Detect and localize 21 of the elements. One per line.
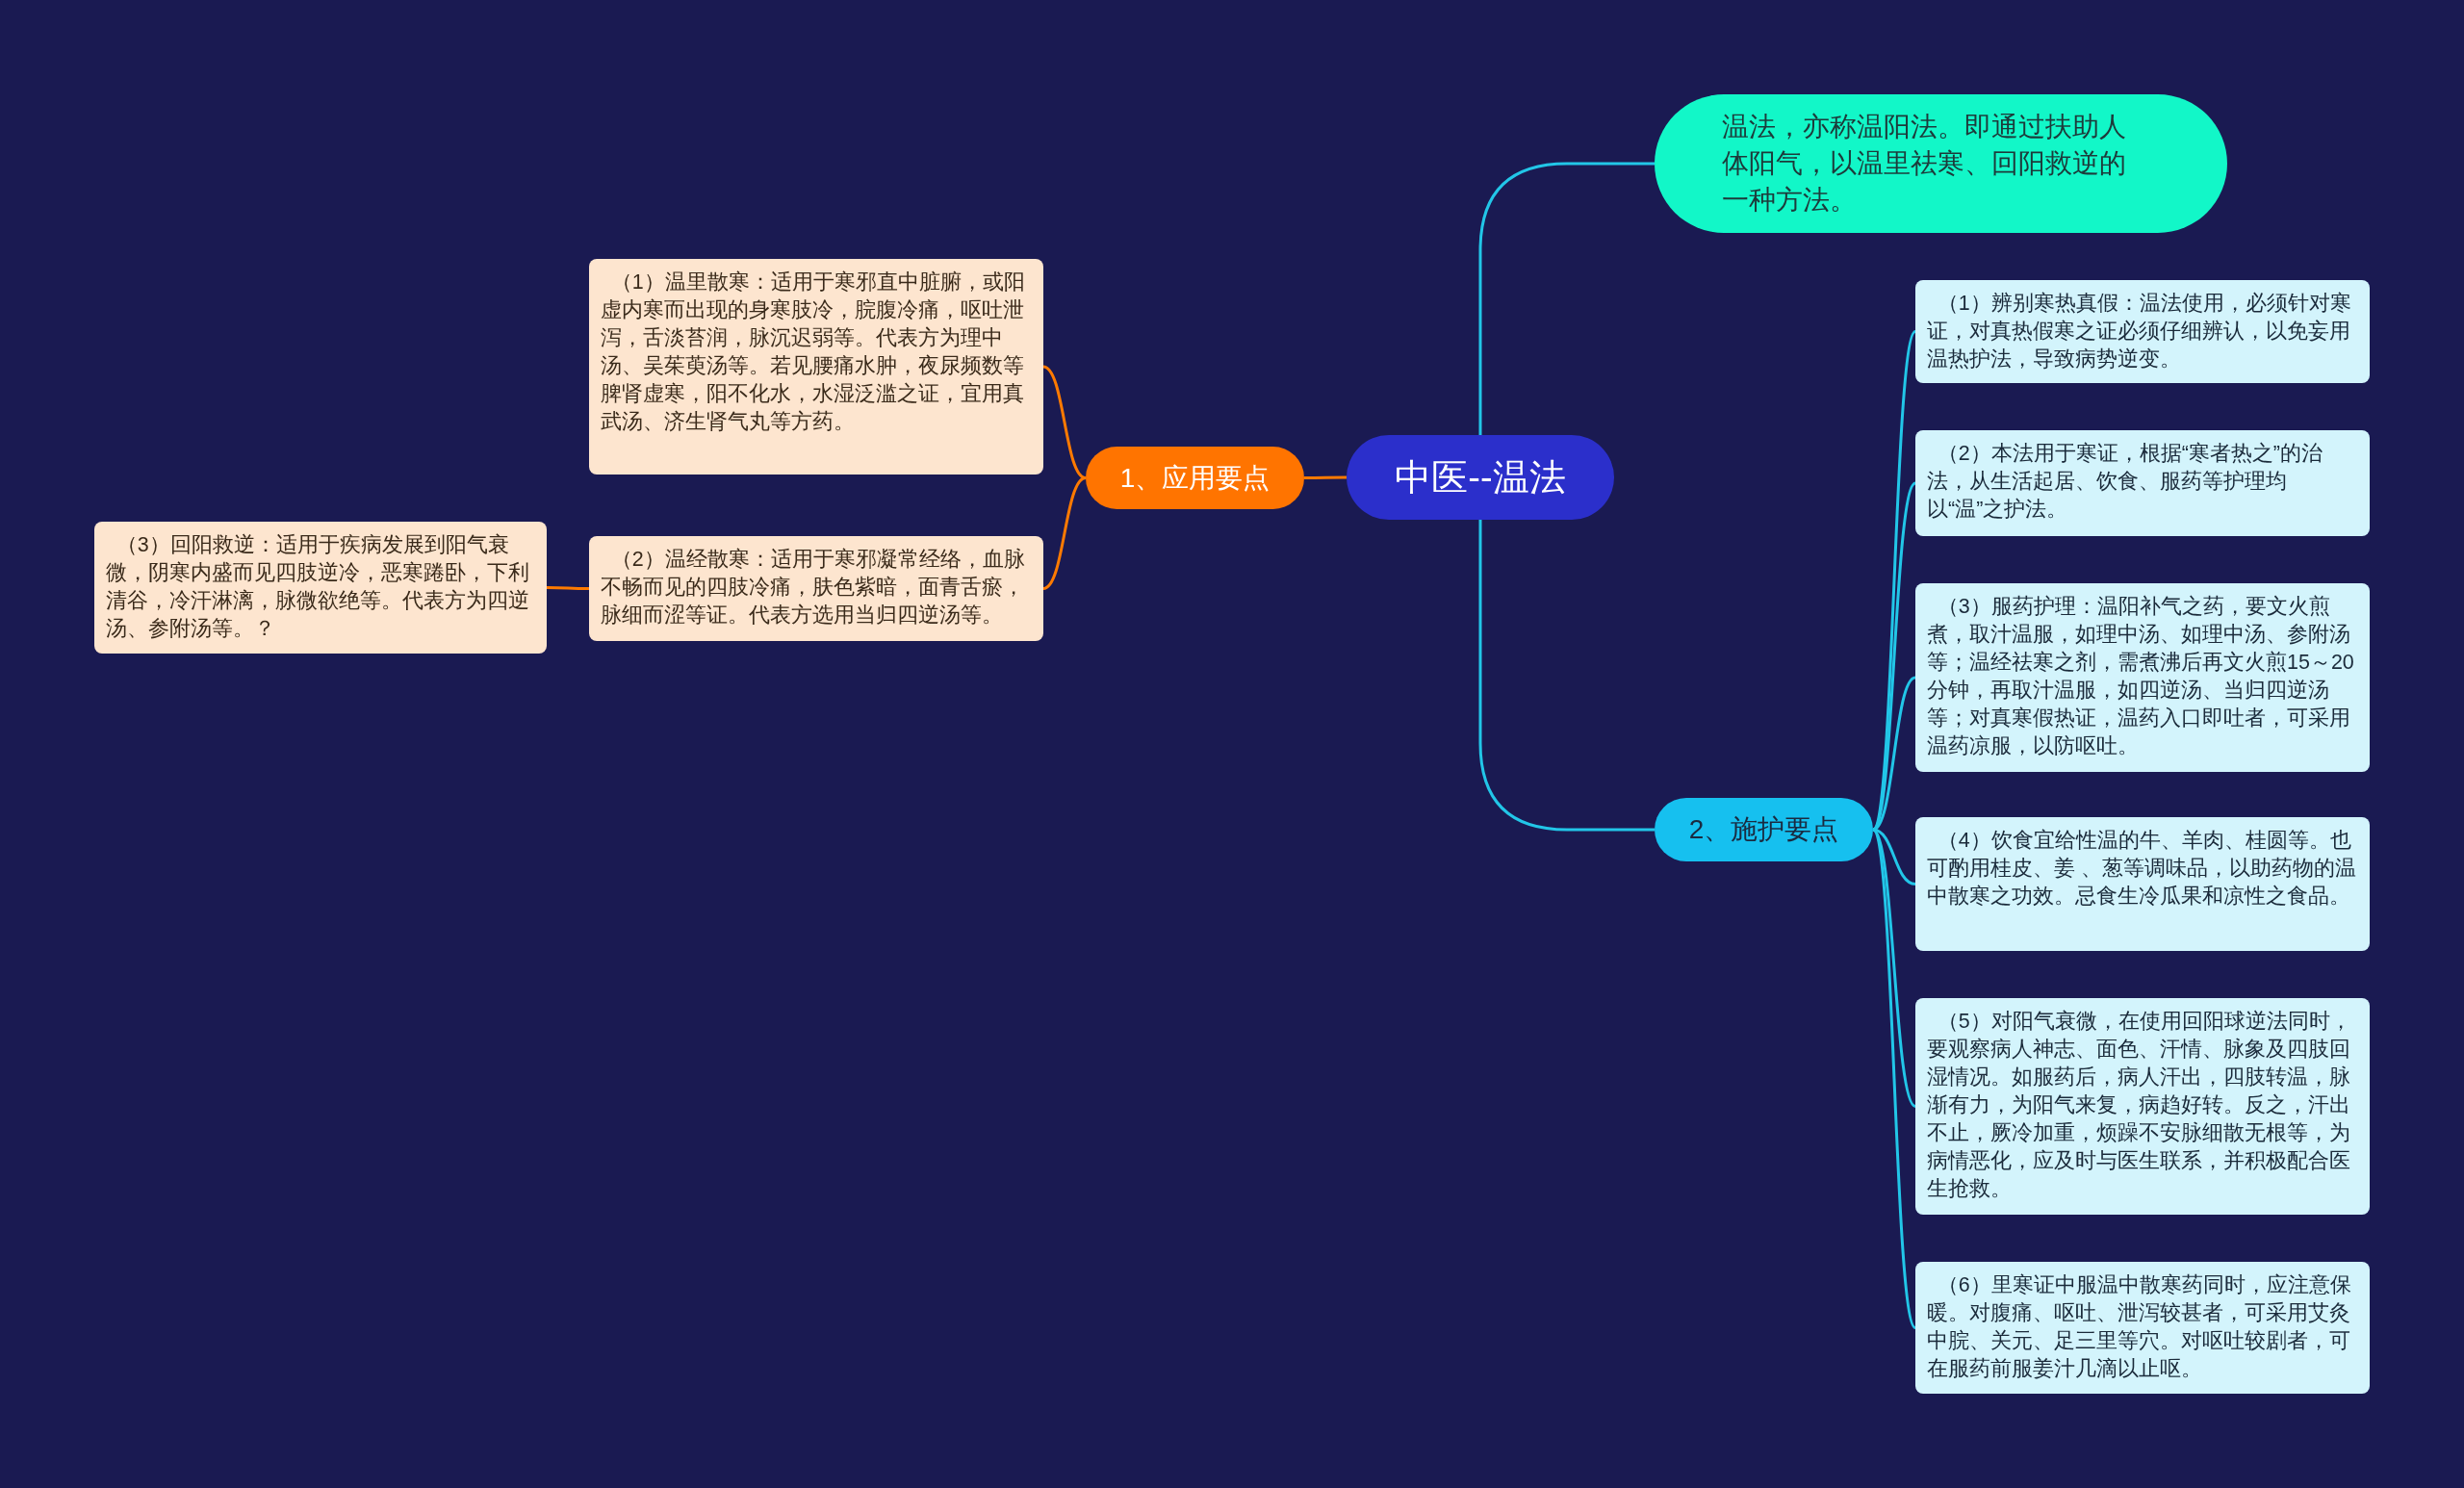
note-box: （1）辨别寒热真假：温法使用，必须针对寒证，对真热假寒之证必须仔细辨认，以免妄用温热护法，导致病势逆变。 (1915, 280, 2370, 383)
connector-line (1871, 330, 1917, 831)
central-topic: 中医--温法 (1347, 435, 1614, 520)
note-box: （6）里寒证中服温中散寒药同时，应注意保暖。对腹痛、呕吐、泄泻较甚者，可采用艾灸中脘、关元、足三里等穴。对呕吐较剧者，可在服药前服姜汁几滴以止呕。 (1915, 1262, 2370, 1394)
connector-line (1478, 520, 1655, 832)
note-box: （3）回阳救逆：适用于疾病发展到阳气衰微，阴寒内盛而见四肢逆冷，恶寒踡卧，下利清谷，冷汗淋漓，脉微欲绝等。代表方为四逆汤、参附汤等。？ (94, 522, 547, 654)
connector-line (1478, 162, 1655, 435)
note-box: （5）对阳气衰微，在使用回阳球逆法同时，要观察病人神志、面色、汗情、脉象及四肢回湿情况。如服药后，病人汗出，四肢转温，脉渐有力，为阳气来复，病趋好转。反之，汗出不止，厥冷加重，烦躁不安脉细散无根等，为病情恶化，应及时与医生联系，并积极配合医生抢救。 (1915, 998, 2370, 1215)
note-box: （4）饮食宜给性温的牛、羊肉、桂圆等。也可酌用桂皮、姜 、葱等调味品，以助药物的温中散寒之功效。忌食生冷瓜果和凉性之食品。 (1915, 817, 2370, 951)
connector-line (1871, 829, 1917, 1329)
note-box: （2）温经散寒：适用于寒邪凝常经络，血脉不畅而见的四肢冷痛，肤色紫暗，面青舌瘀，脉细而涩等证。代表方选用当归四逆汤等。 (589, 536, 1043, 641)
branch-topic: 1、应用要点 (1086, 447, 1304, 509)
branch-topic: 2、施护要点 (1655, 798, 1873, 861)
summary-bubble: 温法，亦称温阳法。即通过扶助人体阳气，以温里祛寒、回阳救逆的一种方法。 (1655, 94, 2227, 233)
connector-line (1042, 476, 1087, 590)
note-box: （1）温里散寒：适用于寒邪直中脏腑，或阳虚内寒而出现的身寒肢冷，脘腹冷痛，呕吐泄泻，舌淡苔润，脉沉迟弱等。代表方为理中汤、吴茱萸汤等。若见腰痛水肿，夜尿频数等脾肾虚寒，阳不化水，水湿泛滥之证，宜用真武汤、济生肾气丸等方药。 (589, 259, 1043, 475)
note-box: （3）服药护理：温阳补气之药，要文火煎煮，取汁温服，如理中汤、如理中汤、参附汤等；温经祛寒之剂，需煮沸后再文火煎15～20分钟，再取汁温服，如四逆汤、当归四逆汤等；对真寒假热证，温药入口即吐者，可采用温药凉服，以防呕吐。 (1915, 583, 2370, 772)
connector-line (1042, 365, 1087, 479)
connector-line (1304, 475, 1347, 479)
connector-line (547, 586, 589, 590)
note-box: （2）本法用于寒证，根据“寒者热之”的治法，从生活起居、饮食、服药等护理均以“温”之护法。 (1915, 430, 2370, 536)
